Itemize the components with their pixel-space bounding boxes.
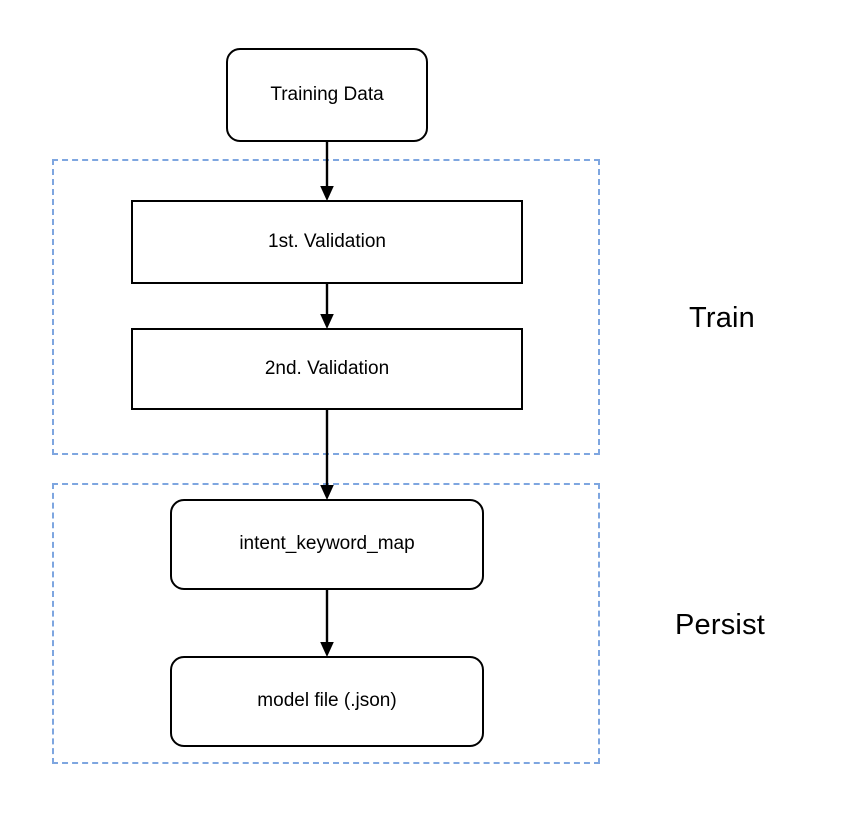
connector-first-validation-to-second-validation bbox=[313, 281, 341, 330]
connector-intent-keyword-map-to-model-file bbox=[313, 587, 341, 658]
node-model-file-label: model file (.json) bbox=[257, 690, 397, 712]
node-second-validation[interactable]: 2nd. Validation bbox=[131, 328, 523, 410]
group-label-persist: Persist bbox=[675, 609, 766, 641]
node-intent-keyword-map-label: intent_keyword_map bbox=[239, 533, 415, 555]
group-label-train: Train bbox=[689, 302, 755, 334]
node-first-validation[interactable]: 1st. Validation bbox=[131, 200, 523, 284]
node-first-validation-label: 1st. Validation bbox=[268, 230, 386, 252]
node-model-file[interactable]: model file (.json) bbox=[170, 656, 484, 747]
node-training-data[interactable]: Training Data bbox=[226, 48, 428, 142]
node-second-validation-label: 2nd. Validation bbox=[264, 357, 390, 379]
node-training-data-label: Training Data bbox=[270, 83, 384, 105]
connector-second-validation-to-intent-keyword-map bbox=[313, 407, 341, 501]
node-intent-keyword-map[interactable]: intent_keyword_map bbox=[170, 499, 484, 590]
connector-training-data-to-first-validation bbox=[313, 139, 341, 202]
